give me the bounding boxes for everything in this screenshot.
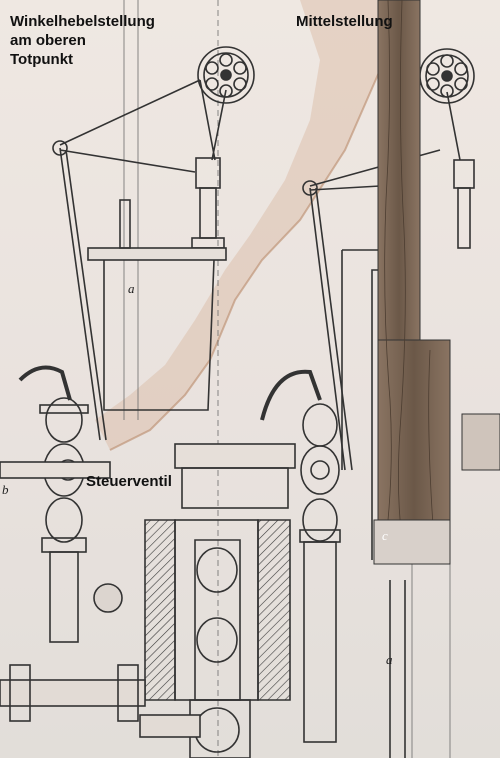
central-pump: [144, 443, 296, 758]
right-valve: [260, 369, 341, 743]
left-title: Winkelhebelstellung am oberen Totpunkt: [10, 12, 155, 69]
letter-a-rod: a: [386, 652, 393, 667]
right-title: Mittelstellung: [296, 13, 393, 30]
letter-a-cylinder: a: [128, 281, 135, 296]
left-title-line-2: am oberen: [10, 32, 86, 49]
wood-grain: [384, 0, 435, 541]
wood-beam-upper: [377, 0, 421, 341]
letter-c-piston: c: [382, 528, 388, 543]
left-title-line-3: Totpunkt: [10, 51, 74, 68]
control-valve: [0, 365, 123, 643]
edge-block: [461, 413, 500, 471]
bottom-pipe: [0, 580, 406, 758]
paper-stain: [95, 0, 395, 450]
letter-b-edge: b: [2, 482, 9, 497]
wood-beam-lower: [377, 339, 451, 541]
left-mechanism: [52, 46, 255, 441]
piston-c: [373, 519, 451, 565]
left-title-line-1: Winkelhebelstellung: [10, 13, 155, 30]
valve-label: Steuerventil: [86, 473, 172, 490]
stain-edge: [109, 0, 396, 451]
